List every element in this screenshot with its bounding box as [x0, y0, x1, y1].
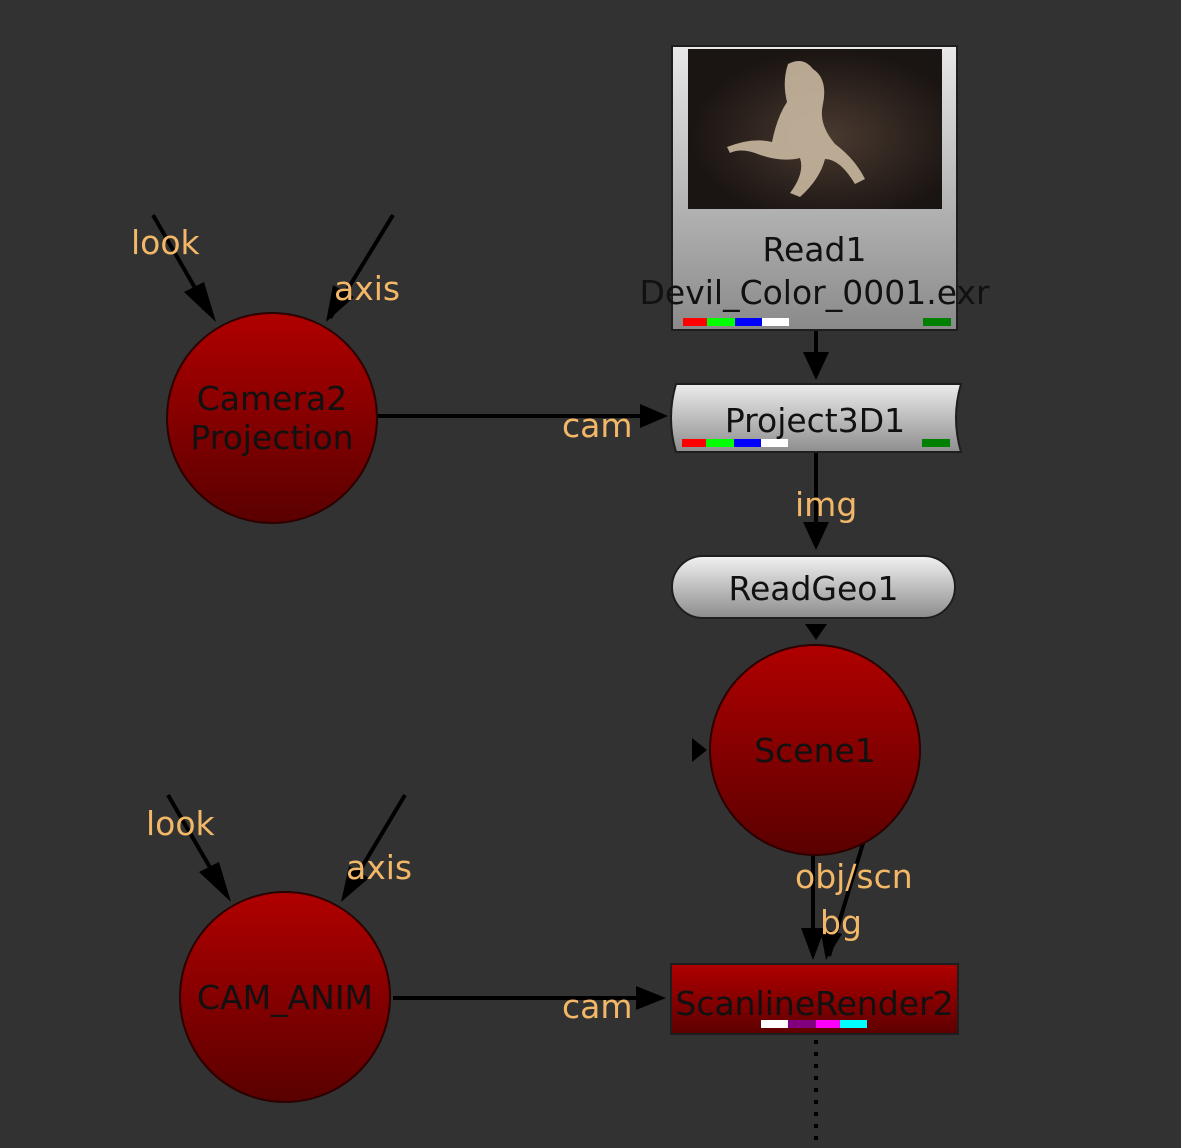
- project3d-shape: [670, 383, 963, 453]
- read-node-file: Devil_Color_0001.exr: [639, 273, 990, 312]
- cam-input-label: cam: [562, 406, 633, 445]
- read-node[interactable]: Read1 Devil_Color_0001.exr: [639, 45, 990, 331]
- channel-red: [682, 439, 706, 447]
- look-input-label: look: [131, 223, 200, 262]
- channel-alpha: [762, 318, 789, 326]
- creature-image: [727, 60, 865, 198]
- cam-anim-node[interactable]: CAM_ANIM: [179, 891, 391, 1103]
- project3d-node[interactable]: Project3D1: [666, 383, 964, 453]
- scene-node[interactable]: Scene1: [709, 644, 921, 856]
- readgeo-node[interactable]: ReadGeo1: [671, 555, 956, 619]
- look-input-label: look: [146, 804, 215, 843]
- camera-node-line1: Camera2: [196, 379, 348, 418]
- scanline-render-node[interactable]: ScanlineRender2: [670, 963, 959, 1035]
- channel-cyan: [840, 1020, 867, 1028]
- obj-scn-input-label: obj/scn: [795, 857, 913, 896]
- channel-green: [706, 439, 734, 447]
- scanline-render-node-name: ScanlineRender2: [675, 984, 954, 1023]
- read-thumbnail: [688, 49, 942, 209]
- channel-white: [761, 1020, 788, 1028]
- axis-input-label: axis: [334, 269, 401, 308]
- project3d-node-name: Project3D1: [724, 401, 906, 440]
- channel-purple: [788, 1020, 816, 1028]
- img-input-label: img: [795, 485, 858, 524]
- bg-input-label: bg: [820, 903, 862, 942]
- indicator-green: [922, 439, 950, 447]
- channel-magenta: [816, 1020, 840, 1028]
- channel-blue: [734, 439, 761, 447]
- axis-input-label: axis: [346, 848, 413, 887]
- scene-node-name: Scene1: [754, 730, 876, 770]
- readgeo-node-name: ReadGeo1: [728, 569, 899, 608]
- channel-red: [683, 318, 707, 326]
- indicator-green: [923, 318, 951, 326]
- camera-node-line2: Projection: [190, 418, 354, 457]
- camera-projection-node[interactable]: Camera2 Projection: [166, 312, 378, 524]
- cam-input-label: cam: [562, 987, 633, 1026]
- channel-blue: [735, 318, 762, 326]
- channel-alpha: [761, 439, 788, 447]
- read-node-name: Read1: [762, 230, 867, 269]
- channel-green: [707, 318, 735, 326]
- cam-anim-node-name: CAM_ANIM: [196, 977, 374, 1017]
